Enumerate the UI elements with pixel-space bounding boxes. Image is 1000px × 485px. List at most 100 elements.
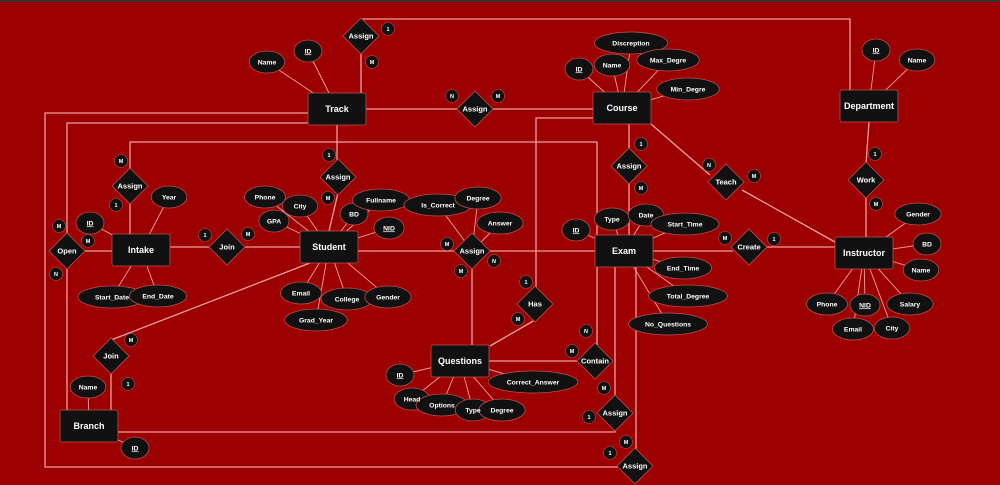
attribute-a-q-id[interactable] xyxy=(385,363,415,387)
entity-exam[interactable] xyxy=(594,234,654,268)
entity-questions[interactable] xyxy=(430,344,490,378)
attribute-label: GPA xyxy=(267,218,281,225)
entity-branch[interactable] xyxy=(59,409,119,443)
attribute-label: End_Time xyxy=(667,265,700,272)
attribute-a-track-name[interactable] xyxy=(248,50,286,74)
relationship-r-assign-tc[interactable] xyxy=(456,90,494,128)
attribute-a-st-gender[interactable] xyxy=(364,285,412,309)
attribute-a-dept-id[interactable] xyxy=(861,38,891,62)
cardinality-label: M xyxy=(370,60,375,66)
attribute-label: Options xyxy=(429,402,455,409)
entity-department[interactable] xyxy=(839,89,899,123)
attribute-a-st-grad[interactable] xyxy=(284,308,348,332)
entity-label: Track xyxy=(325,104,350,114)
cardinality-badge xyxy=(52,219,66,233)
attribute-a-ex-noq[interactable] xyxy=(628,312,708,336)
relationship-r-work[interactable] xyxy=(847,161,885,199)
attribute-a-course-name[interactable] xyxy=(593,53,631,77)
cardinality-badge xyxy=(454,264,468,278)
attribute-a-q-degree[interactable] xyxy=(478,398,526,422)
attribute-a-course-max[interactable] xyxy=(636,48,700,72)
relationship-r-assign-se[interactable] xyxy=(453,232,491,270)
cardinality-badge xyxy=(121,377,135,391)
attribute-a-ex-total[interactable] xyxy=(648,284,728,308)
attribute-a-st-nid[interactable] xyxy=(373,216,405,240)
attribute-label: City xyxy=(886,325,899,332)
attribute-a-se-answer[interactable] xyxy=(476,211,524,235)
cardinality-label: M xyxy=(459,269,464,275)
cardinality-badge xyxy=(114,154,128,168)
attribute-label: Head xyxy=(404,396,421,403)
relationship-label: Assign xyxy=(348,32,373,41)
attribute-a-br-name[interactable] xyxy=(69,375,107,399)
attribute-label: Start_Date xyxy=(95,294,129,301)
relationship-r-assign-top[interactable] xyxy=(342,17,380,55)
entity-student[interactable] xyxy=(299,230,359,264)
entity-intake[interactable] xyxy=(111,233,171,267)
attribute-a-course-min[interactable] xyxy=(656,77,720,101)
entity-course[interactable] xyxy=(592,91,652,125)
cardinality-label: M xyxy=(326,196,331,202)
attribute-a-br-id[interactable] xyxy=(120,436,150,460)
attribute-a-track-id[interactable] xyxy=(293,39,323,63)
cardinality-badge xyxy=(767,232,781,246)
attribute-a-dept-name[interactable] xyxy=(898,48,936,72)
relationship-r-join-branch[interactable] xyxy=(92,337,130,375)
attribute-a-intake-id[interactable] xyxy=(75,211,105,235)
relationship-r-open[interactable] xyxy=(48,232,86,270)
relationship-r-assign-ts[interactable] xyxy=(319,158,357,196)
attribute-label: Name xyxy=(79,384,98,391)
relationship-r-teach[interactable] xyxy=(707,163,745,201)
relationship-r-contain[interactable] xyxy=(576,342,614,380)
attribute-a-intake-year[interactable] xyxy=(150,185,188,209)
attribute-a-se-degree[interactable] xyxy=(454,186,502,210)
relationship-r-assign-ce[interactable] xyxy=(610,147,648,185)
attribute-a-st-gpa[interactable] xyxy=(258,209,290,233)
attribute-a-in-nid[interactable] xyxy=(849,293,881,317)
cardinality-label: M xyxy=(246,232,251,238)
relationship-r-create[interactable] xyxy=(730,228,768,266)
attribute-a-st-city[interactable] xyxy=(281,194,319,218)
cardinality-label: M xyxy=(752,174,757,180)
cardinality-badge xyxy=(381,22,395,36)
cardinality-badge xyxy=(619,435,633,449)
attribute-label: Discreption xyxy=(612,40,649,47)
attribute-a-in-email[interactable] xyxy=(832,317,874,341)
cardinality-badge xyxy=(579,324,593,338)
attribute-a-q-correct[interactable] xyxy=(487,370,579,394)
cardinality-label: M xyxy=(723,236,728,242)
attribute-label: Gender xyxy=(906,211,930,218)
attribute-a-in-city[interactable] xyxy=(873,316,911,340)
attribute-label: BD xyxy=(349,211,359,218)
connector-line xyxy=(489,319,536,347)
relationship-r-assign-bottom[interactable] xyxy=(616,447,654,485)
attribute-a-course-id[interactable] xyxy=(564,57,594,81)
cardinality-badge xyxy=(634,137,648,151)
attribute-label: Name xyxy=(912,267,931,274)
attribute-a-in-bd[interactable] xyxy=(912,232,942,256)
relationship-r-assign-intake[interactable] xyxy=(111,167,149,205)
entity-instructor[interactable] xyxy=(834,236,894,270)
attribute-a-st-email[interactable] xyxy=(280,281,322,305)
attribute-label: Type xyxy=(465,407,481,414)
attribute-a-ex-end[interactable] xyxy=(654,256,713,280)
attribute-a-in-gender[interactable] xyxy=(894,202,942,226)
attribute-label: No_Questions xyxy=(645,321,691,328)
cardinality-badge xyxy=(519,275,533,289)
cardinality-label: N xyxy=(450,94,454,100)
relationship-r-join-is[interactable] xyxy=(208,228,246,266)
attribute-a-in-phone[interactable] xyxy=(806,292,848,316)
attribute-a-ex-start[interactable] xyxy=(650,212,720,236)
relationship-r-has[interactable] xyxy=(516,285,554,323)
attribute-a-in-name[interactable] xyxy=(902,258,940,282)
cardinality-label: M xyxy=(874,202,879,208)
attribute-label: ID xyxy=(305,48,312,55)
attribute-a-ex-id[interactable] xyxy=(561,218,591,242)
attribute-label: NID xyxy=(383,225,395,232)
relationship-r-assign-eq[interactable] xyxy=(596,394,634,432)
entity-track[interactable] xyxy=(307,92,367,126)
attribute-a-course-desc[interactable] xyxy=(593,31,669,55)
attribute-a-st-phone[interactable] xyxy=(244,185,286,209)
attribute-a-intake-end[interactable] xyxy=(128,284,187,308)
attribute-a-in-salary[interactable] xyxy=(886,292,934,316)
